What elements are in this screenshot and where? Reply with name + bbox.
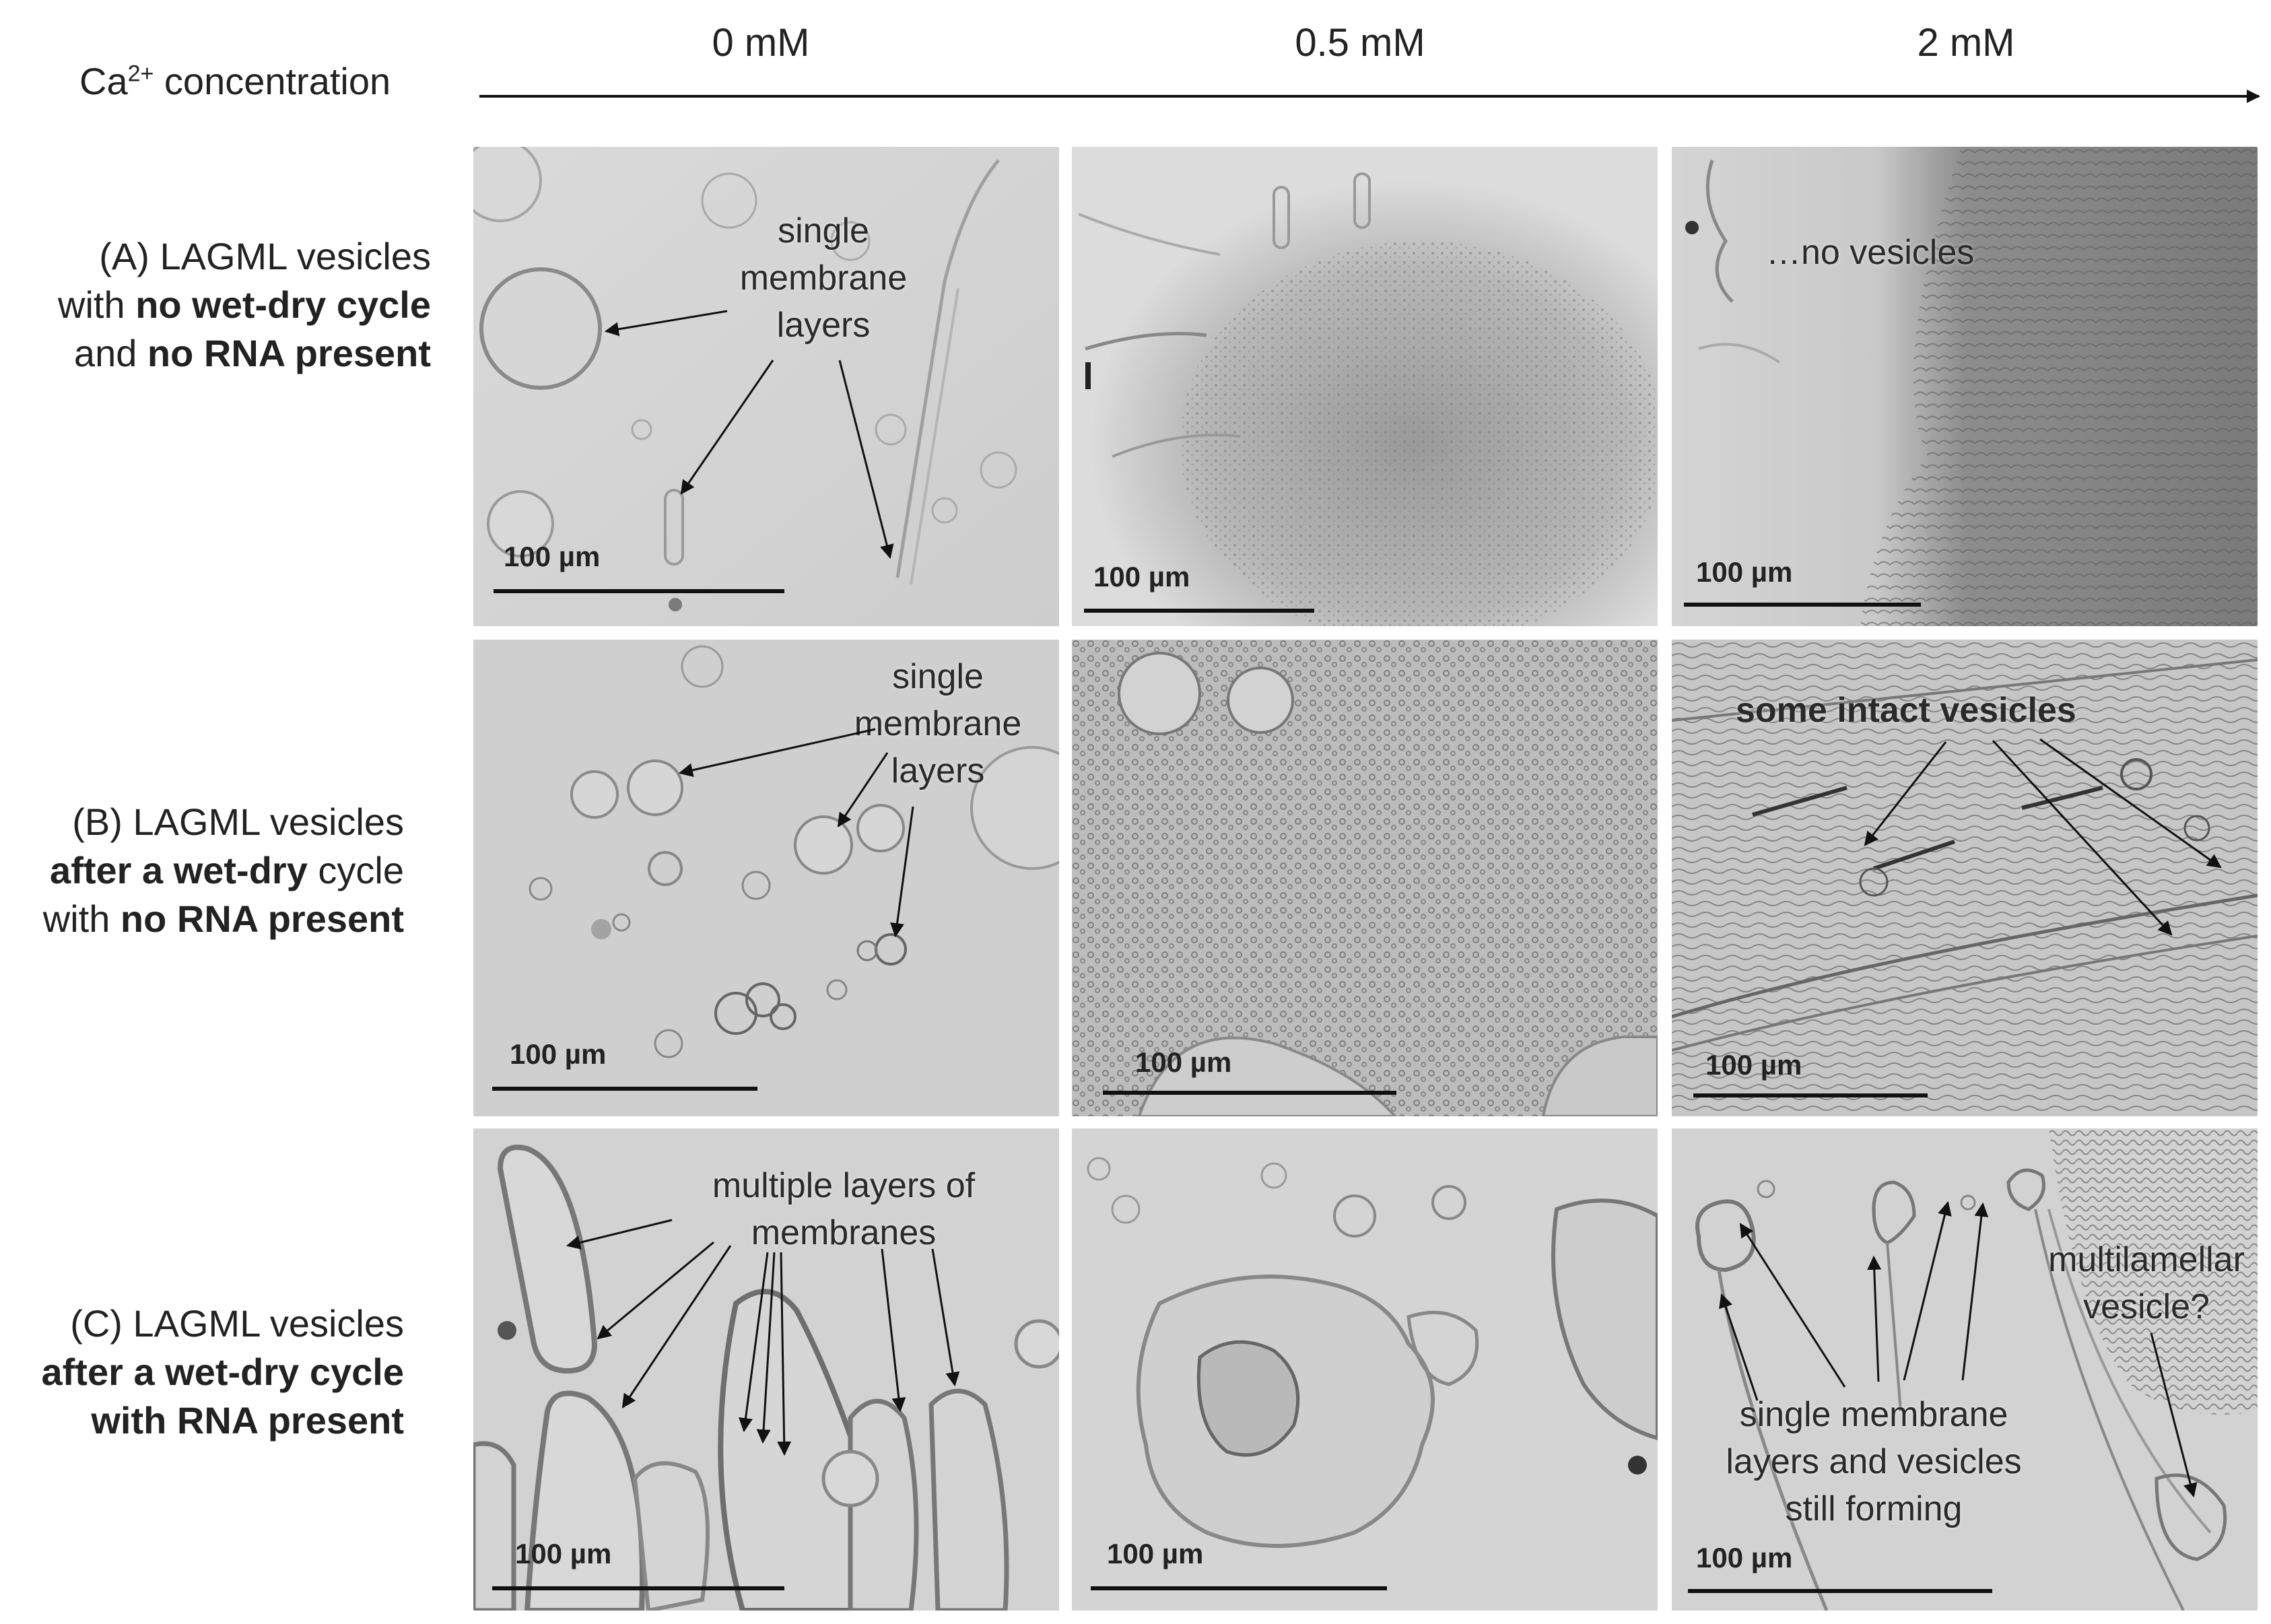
scale-label-c0: 100 µm [515,1538,612,1569]
annotation-b2: some intact vesicles [1736,691,2076,730]
scale-label-a2: 100 µm [1696,556,1793,588]
scale-bar-a0 [494,589,784,593]
micrograph-a-2mM: …no vesicles 100 µm [1672,147,2258,626]
annotation-a2: …no vesicles [1766,233,1975,272]
scale-bar-c2 [1688,1589,1992,1593]
micrograph-texture [1072,1128,1658,1611]
scale-bar-b2 [1693,1093,1928,1097]
micrograph-texture [1072,147,1658,626]
scale-label-c1: 100 µm [1107,1538,1204,1569]
micrograph-a-0.5mM: 100 µm [1072,147,1658,626]
micrograph-texture [1672,147,2258,626]
scale-bar-b1 [1103,1091,1396,1095]
micrograph-texture [1672,1128,2258,1611]
micrograph-texture [473,640,1059,1116]
micrograph-c-0.5mM: 100 µm [1072,1128,1658,1611]
column-label-0.5mM: 0.5 mM [1295,21,1425,65]
micrograph-b-2mM: some intact vesicles 100 µm [1672,640,2258,1116]
axis-title: Ca2+ concentration [79,60,391,102]
scale-bar-a2 [1684,603,1921,607]
scale-bar-b0 [492,1087,757,1091]
scale-bar-c1 [1091,1586,1387,1590]
row-label-b: (B) LAGML vesicles after a wet-dry cycle… [42,801,404,940]
micrograph-texture [1672,640,2258,1116]
scale-label-c2: 100 µm [1696,1542,1793,1574]
scale-label-a0: 100 µm [504,541,601,572]
micrograph-texture [473,147,1059,626]
scale-bar-a1 [1084,609,1314,613]
micrograph-texture [1072,640,1658,1116]
scale-label-b0: 100 µm [510,1038,607,1070]
scale-label-b2: 100 µm [1705,1049,1802,1081]
scale-bar-c0 [492,1586,784,1590]
column-label-0mM: 0 mM [712,21,810,65]
scale-label-b1: 100 µm [1135,1046,1232,1078]
row-label-a: (A) LAGML vesicles with no wet-dry cycle… [58,235,431,374]
column-label-2mM: 2 mM [1917,21,2015,65]
scale-label-a1: 100 µm [1093,561,1190,593]
row-label-c: (C) LAGML vesicles after a wet-dry cycle… [41,1302,404,1442]
micrograph-b-0.5mM: 100 µm [1072,640,1658,1116]
